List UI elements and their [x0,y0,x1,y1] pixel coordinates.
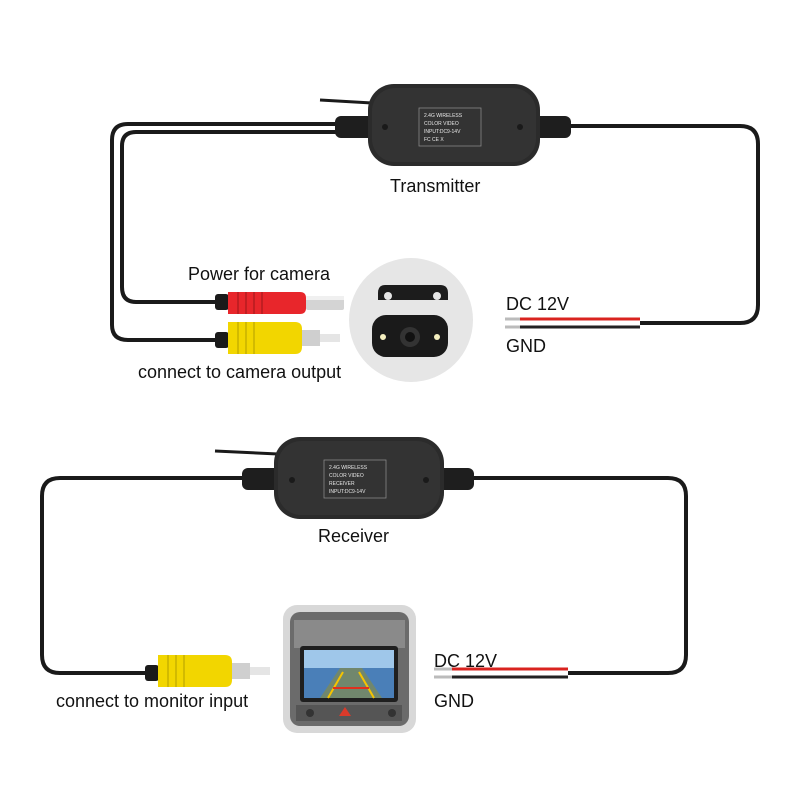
receiver-label-plate [323,459,387,499]
transmitter-box-line-3: INPUT:DC9-14V [424,129,461,135]
receiver-screw-left [289,477,295,483]
transmitter-strain-relief-right [533,116,571,138]
transmitter-caption: Transmitter [390,176,481,196]
receiver-cable-video [40,476,250,675]
transmitter-screw-left [382,124,388,130]
transmitter-box-line-1: 2.4G WIRELESS [424,113,463,119]
transmitter-cable-dc [535,124,760,325]
transmitter-antenna [319,98,373,105]
transmitter-box-line-2: COLOR VIDEO [424,121,459,127]
transmitter-cable-video [110,122,340,342]
transmitter-screw-right [517,124,523,130]
transmitter-box-line-4: FC CE X [424,137,444,143]
receiver-cable-dc [438,476,688,675]
car-monitor-image [283,605,416,733]
receiver-box-line-2: COLOR VIDEO [329,473,364,479]
transmitter-cable-power [120,130,340,304]
top-dc-12v-label: DC 12V [506,294,570,314]
top-gnd-label: GND [506,336,546,356]
receiver-box-line-1: 2.4G WIRELESS [329,465,368,471]
receiver-box-line-4: INPUT:DC9-14V [329,489,366,495]
receiver-screw-right [423,477,429,483]
yellow-rca-camera-plug [215,322,340,354]
red-power-plug [215,292,344,314]
bottom-dc-12v-label: DC 12V [434,651,498,671]
connect-monitor-input-label: connect to monitor input [56,691,249,711]
power-for-camera-label: Power for camera [188,264,331,284]
transmitter-strain-relief-left [335,116,375,138]
backup-camera-image [349,258,473,382]
receiver-box-face [278,441,440,515]
receiver-caption: Receiver [318,526,390,546]
receiver-strain-relief-left [242,468,282,490]
receiver-box-line-3: RECEIVER [329,481,355,487]
connect-camera-output-label: connect to camera output [138,362,342,382]
receiver-antenna [214,449,279,456]
bottom-gnd-label: GND [434,691,474,711]
transmitter-box-face [372,88,536,162]
yellow-rca-monitor-plug [145,655,270,687]
transmitter-label-plate [418,107,482,147]
top-dc-wires [505,317,640,329]
receiver-strain-relief-right [436,468,474,490]
bottom-dc-wires [434,667,568,679]
